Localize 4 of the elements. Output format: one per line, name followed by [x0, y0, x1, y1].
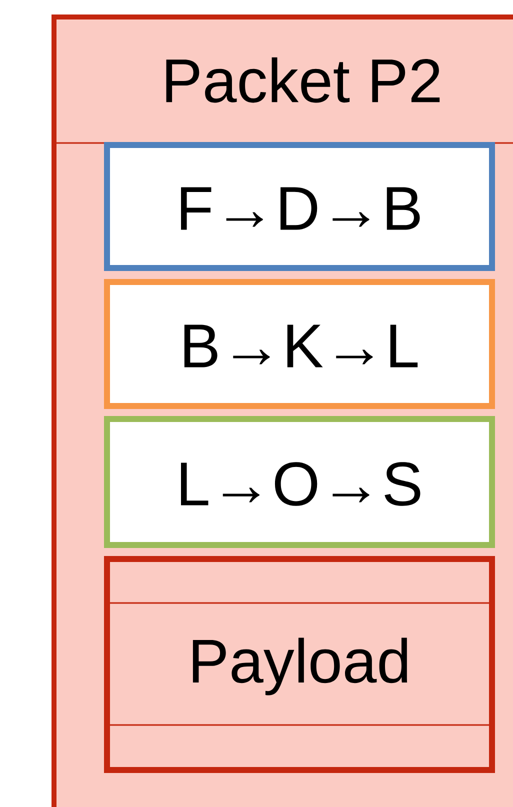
payload-box: Payload: [104, 556, 495, 773]
route-box: F→D→B: [104, 142, 495, 271]
route-box: L→O→S: [104, 416, 495, 548]
route-box: B→K→L: [104, 279, 495, 409]
